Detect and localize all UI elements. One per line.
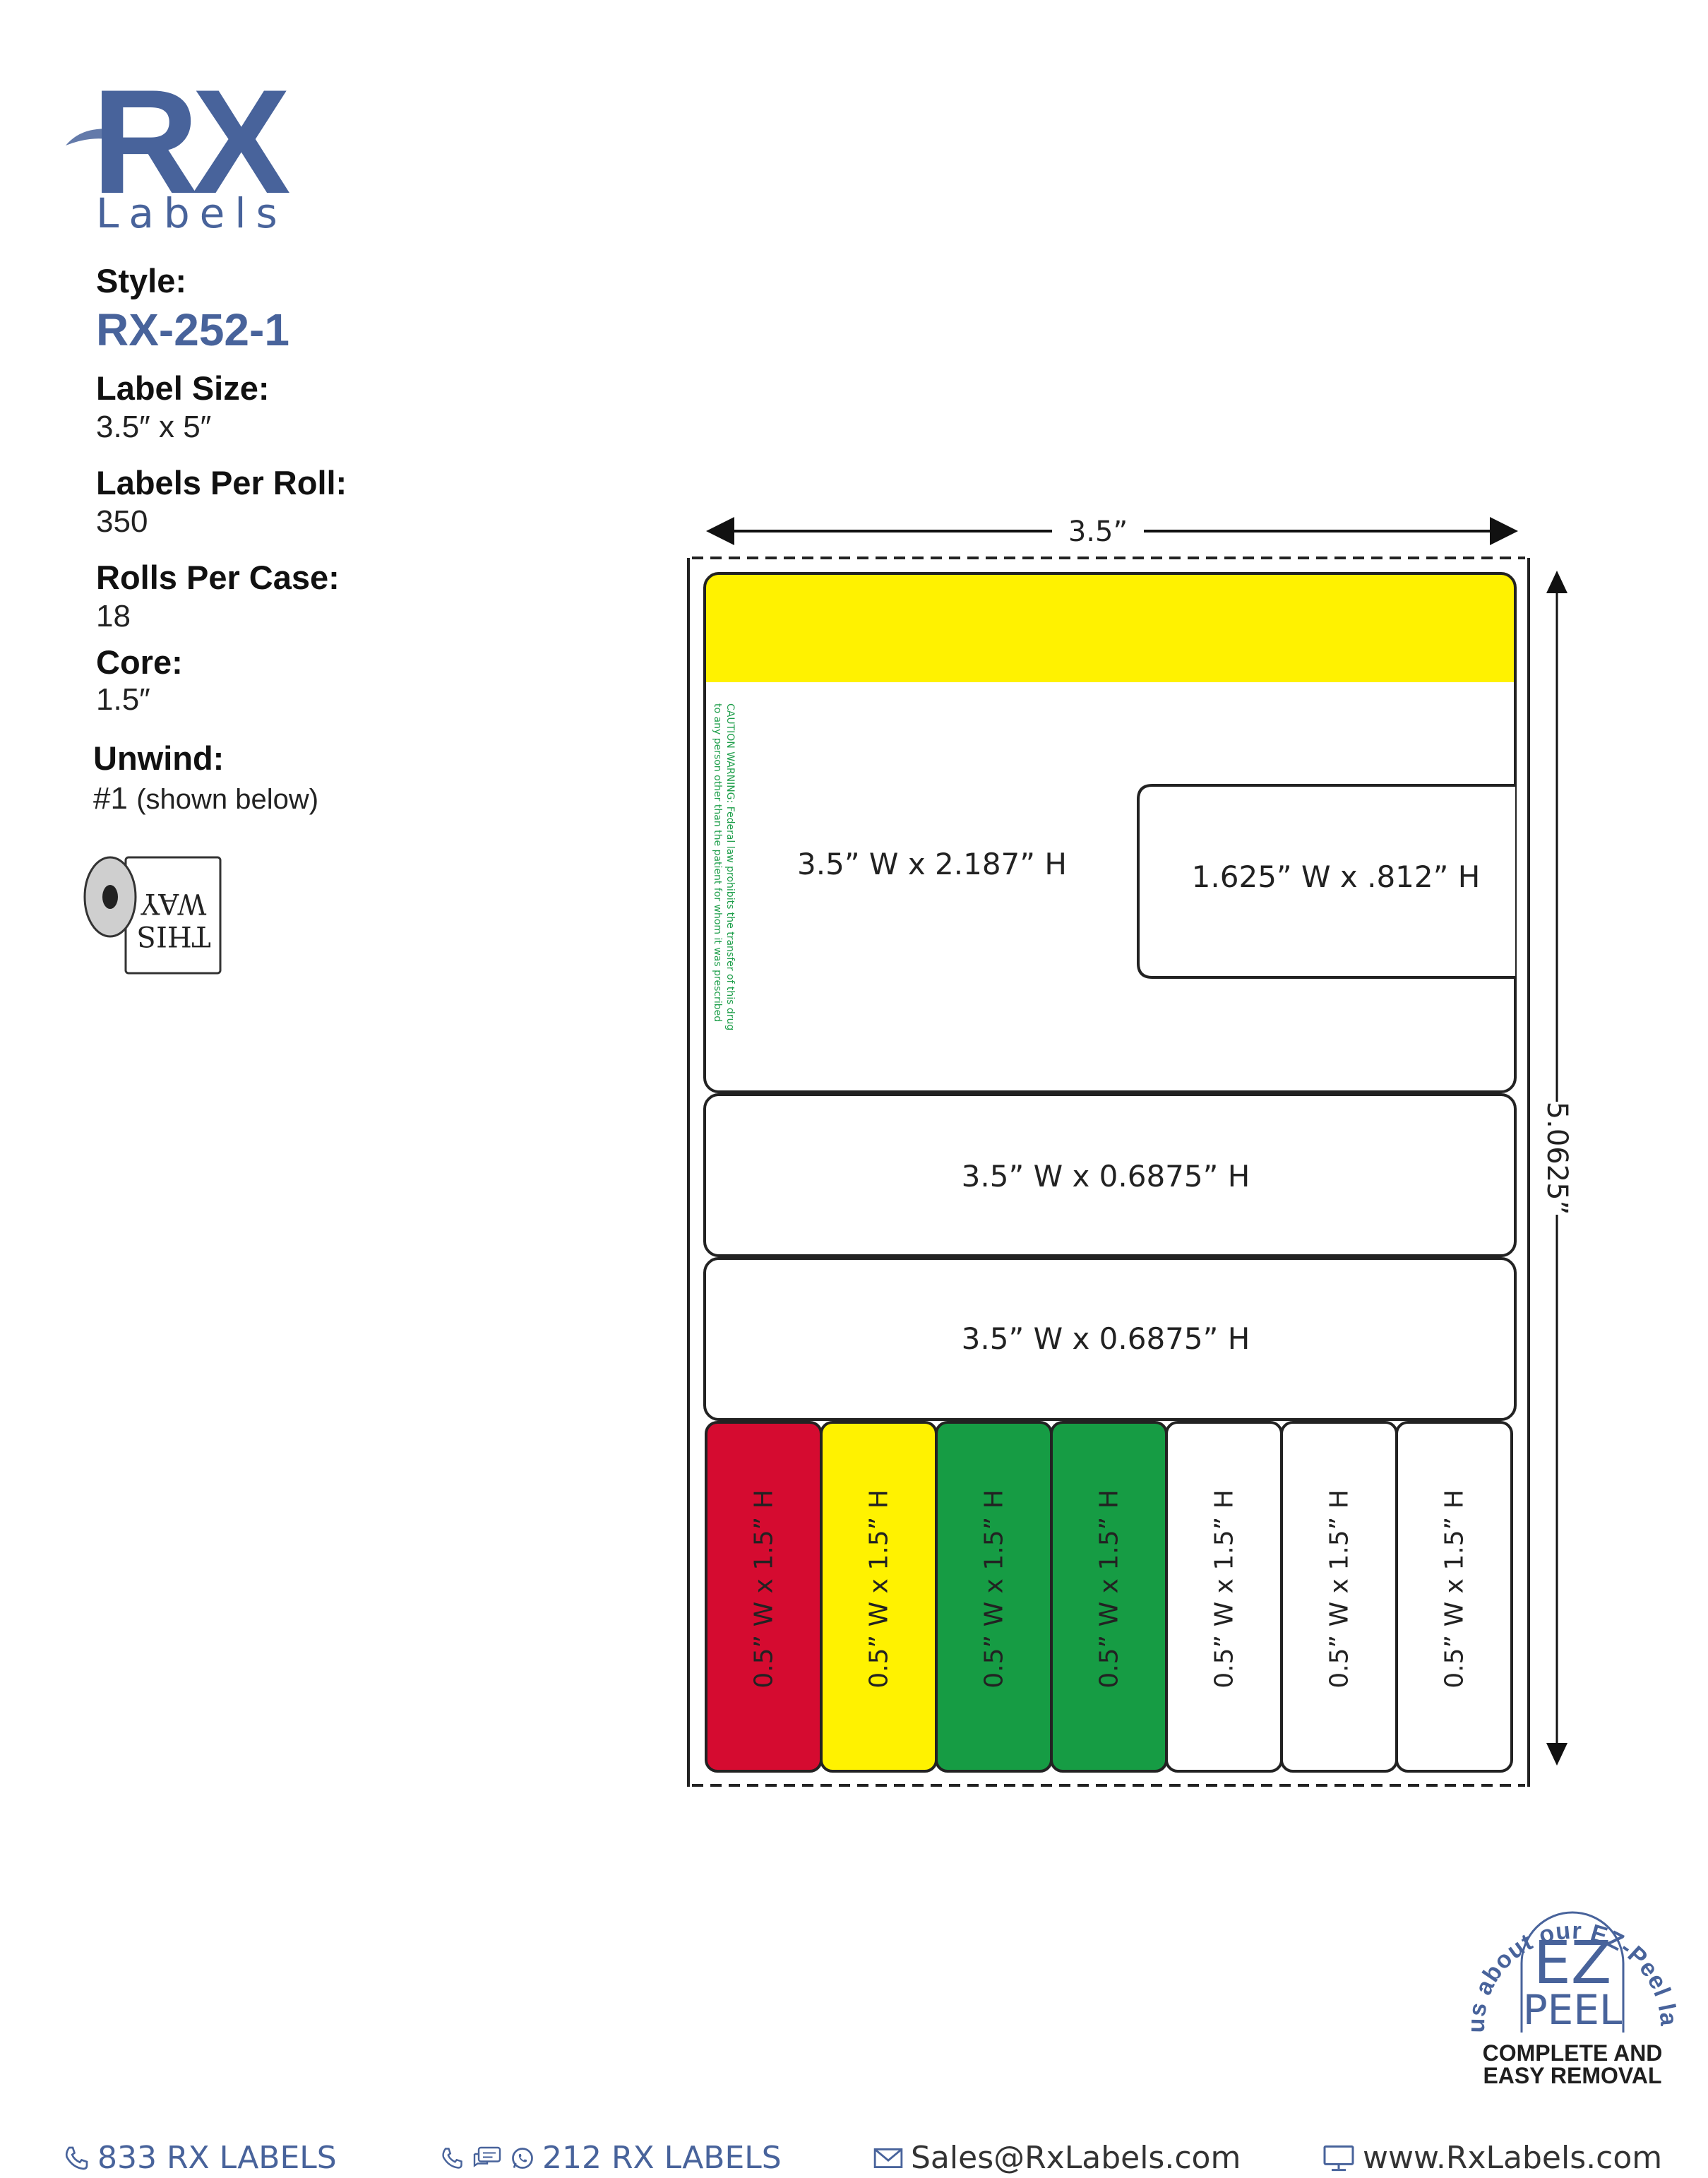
logo-subtitle: Labels: [96, 189, 287, 237]
footer-phone[interactable]: 833 RX LABELS: [62, 2140, 337, 2176]
footer-website[interactable]: www.RxLabels.com: [1322, 2140, 1662, 2176]
roll-icon-line1: THIS: [137, 920, 211, 952]
whatsapp-icon: [512, 2147, 533, 2169]
badge-ez: EZ: [1534, 1928, 1612, 1997]
width-dimension: 3.5”: [706, 516, 1518, 548]
core-value: 1.5″: [96, 682, 150, 717]
small-label-4-text: 0.5” W x 1.5” H: [1095, 1489, 1124, 1689]
small-label-7: [1395, 1421, 1513, 1773]
small-label-2-text: 0.5” W x 1.5” H: [865, 1489, 894, 1689]
strip-label-2-text: 3.5” W x 0.6875” H: [962, 1321, 1250, 1356]
unwind-note: (shown below): [136, 784, 319, 815]
width-dimension-text: 3.5”: [1068, 516, 1128, 548]
core-label: Core:: [96, 643, 183, 681]
chat-icon: [473, 2146, 501, 2167]
small-label-3-text: 0.5” W x 1.5” H: [980, 1489, 1009, 1689]
footer-phone-text: 833 RX LABELS: [97, 2140, 337, 2176]
strip-label-1: 3.5” W x 0.6875” H: [703, 1093, 1517, 1257]
style-label: Style:: [96, 262, 186, 299]
small-labels-row: 0.5” W x 1.5” H 0.5” W x 1.5” H 0.5” W x 1…: [705, 1421, 1513, 1773]
envelope-icon: [873, 2148, 903, 2168]
inset-label: 1.625” W x .812” H: [1137, 784, 1515, 979]
labels-per-roll-value: 350: [96, 504, 148, 539]
footer-website-text: www.RxLabels.com: [1363, 2140, 1663, 2176]
footer-email[interactable]: Sales@RxLabels.com: [873, 2140, 1241, 2176]
badge-line-1: COMPLETE AND: [1483, 2040, 1663, 2066]
height-dimension-text: 5.0625”: [1541, 1102, 1573, 1215]
logo-swoosh-icon: [66, 129, 119, 145]
badge-line-2: EASY REMOVAL: [1483, 2063, 1661, 2088]
logo-mark: RX: [92, 59, 291, 225]
small-label-5-text: 0.5” W x 1.5” H: [1210, 1489, 1239, 1689]
unwind-value-row: #1 (shown below): [93, 781, 318, 816]
strip-label-2: 3.5” W x 0.6875” H: [703, 1257, 1517, 1421]
unwind-value: #1: [93, 781, 128, 816]
rolls-per-case-label: Rolls Per Case:: [96, 559, 340, 596]
small-label-6-text: 0.5” W x 1.5” H: [1325, 1489, 1354, 1689]
label-size-value: 3.5″ x 5″: [96, 410, 212, 444]
small-label-1-text: 0.5” W x 1.5” H: [750, 1489, 779, 1689]
roll-icon-line2: WAY: [141, 887, 206, 920]
inset-label-text: 1.625” W x .812” H: [1192, 859, 1481, 894]
main-label-text: 3.5” W x 2.187” H: [797, 847, 1067, 881]
label-size-label: Label Size:: [96, 369, 270, 407]
ez-peel-badge: Ask us about our EZ-Peel labels! EZ PEEL…: [1455, 1843, 1681, 2088]
footer-text-line[interactable]: 212 RX LABELS: [439, 2140, 782, 2176]
warning-line-1: CAUTION WARNING: Federal law prohibits t…: [724, 703, 736, 1030]
monitor-icon: [1323, 2145, 1354, 2171]
unwind-roll-icon: THIS WAY: [83, 856, 222, 975]
badge-peel: PEEL: [1523, 1986, 1623, 2034]
phone-icon: [442, 2147, 462, 2169]
small-label-7-text: 0.5” W x 1.5” H: [1440, 1489, 1469, 1689]
footer-email-text: Sales@RxLabels.com: [911, 2140, 1241, 2176]
style-value: RX-252-1: [96, 304, 289, 355]
labels-per-roll-label: Labels Per Roll:: [96, 464, 347, 501]
unwind-label: Unwind:: [93, 739, 225, 777]
strip-label-1-text: 3.5” W x 0.6875” H: [962, 1159, 1250, 1194]
phone-icon: [65, 2146, 88, 2170]
height-dimension: 5.0625”: [1541, 571, 1573, 1766]
liner-outline: [687, 557, 1530, 1787]
main-label: 3.5” W x 2.187” H CAUTION WARNING: Feder…: [703, 572, 1517, 1093]
rolls-per-case-value: 18: [96, 599, 131, 633]
footer-text-number: 212 RX LABELS: [542, 2140, 782, 2176]
warning-line-2: to any person other than the patient for…: [712, 703, 723, 1022]
